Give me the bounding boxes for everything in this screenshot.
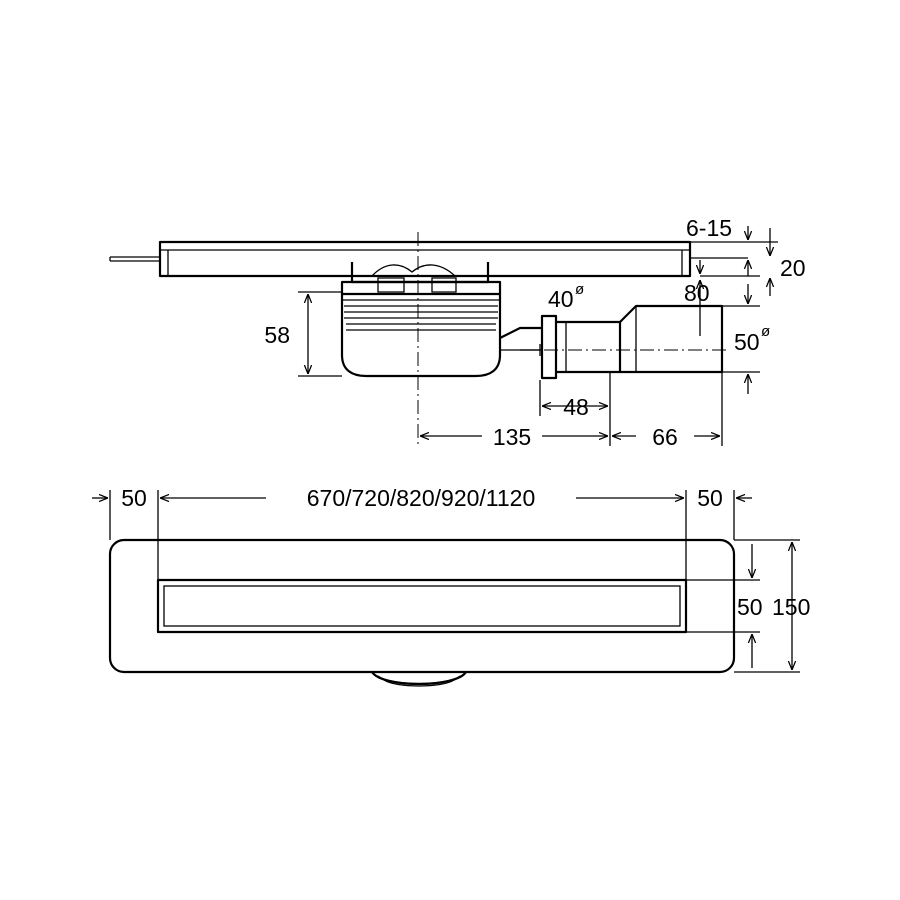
floor-line xyxy=(109,256,160,262)
drain-body xyxy=(340,262,502,378)
dim-offset-center: 135 xyxy=(493,424,531,450)
dim-right-margin: 50 xyxy=(697,485,723,511)
dim-lines-top xyxy=(92,498,792,670)
top-view: 50 670/720/820/920/1120 50 50 150 xyxy=(92,485,810,687)
dim-pipe-large: 50 xyxy=(734,329,760,355)
dim-lengths: 670/720/820/920/1120 xyxy=(307,485,536,511)
grate-plate xyxy=(158,240,748,278)
dim-top-adjust: 6-15 xyxy=(686,215,732,241)
outlet-below xyxy=(371,671,467,687)
extension-lines xyxy=(298,241,778,446)
frame-outline xyxy=(108,538,736,674)
dim-outlet-length: 66 xyxy=(652,424,678,450)
dim-pipe-small: 40 xyxy=(548,286,574,312)
dim-grate-height: 20 xyxy=(780,255,806,281)
dim-pipe-small-symbol: ø xyxy=(575,281,584,298)
dim-spigot-length: 48 xyxy=(563,394,589,420)
slot-grate xyxy=(156,578,688,634)
dim-depth-to-outlet: 80 xyxy=(684,280,710,306)
dim-slot-width: 50 xyxy=(737,594,763,620)
dim-total-width: 150 xyxy=(772,594,810,620)
dim-pipe-large-symbol: ø xyxy=(761,323,770,340)
dim-lines-side xyxy=(308,226,770,436)
side-view: 6-15 20 80 58 40 ø 50 ø 48 135 66 xyxy=(109,215,806,450)
dim-body-height: 58 xyxy=(264,322,290,348)
outlet-pipe xyxy=(499,304,730,380)
extension-lines-top xyxy=(109,490,800,673)
dim-left-margin: 50 xyxy=(121,485,147,511)
